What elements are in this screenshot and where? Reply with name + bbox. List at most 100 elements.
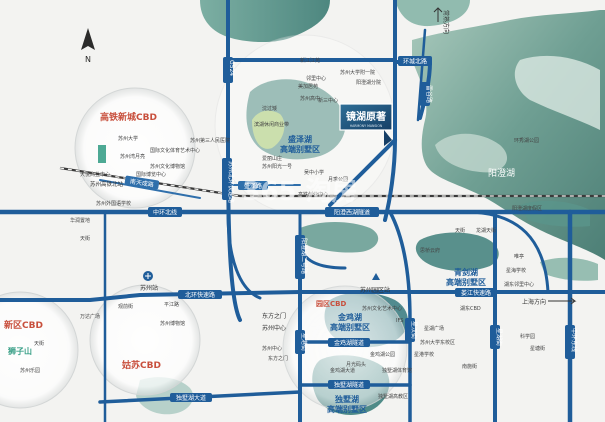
shield-beihuan bbox=[178, 290, 222, 299]
poi-nanxiang: 南施街 bbox=[462, 363, 477, 370]
poi-qingtian: 思桥云府 bbox=[420, 247, 440, 254]
poi-kexue: 科学园 bbox=[520, 333, 535, 340]
poi-jincun: 苏州第三人民医院 bbox=[190, 137, 230, 144]
poi-fenyuan: 阳澄湖分院 bbox=[356, 79, 381, 86]
shield-leigu bbox=[420, 82, 430, 106]
label-yuanqu-cbd: 园区CBD bbox=[316, 299, 346, 308]
shield-xinghan bbox=[405, 318, 415, 342]
poi-lingji: 邻里中心 bbox=[306, 75, 326, 82]
station-yuanqu-icon bbox=[372, 273, 380, 280]
gusu-cbd-circle bbox=[89, 284, 201, 396]
project-name: 镜湖原著 bbox=[346, 110, 386, 123]
poi-dongcun: 国际文化体育艺术中心 bbox=[150, 147, 200, 154]
poi-ligong: 星港学校 bbox=[414, 351, 434, 358]
poi-xinghai: 星海学校 bbox=[506, 267, 526, 274]
poi-gtzx: 国际博览中心 bbox=[136, 171, 166, 178]
label-shengze-rd: 盛泽路 bbox=[244, 182, 262, 190]
label-qingjianhu: 青剑湖 bbox=[454, 267, 478, 277]
label-suzhou-station: 苏州站 bbox=[140, 284, 158, 292]
yuanqu-cbd-circle bbox=[282, 285, 408, 411]
poi-daxue: 独墅湖高教区 bbox=[378, 393, 408, 400]
poi-hualun: 华润置地 bbox=[70, 217, 90, 224]
poi-lsz: 大悦商业中心 bbox=[80, 171, 110, 178]
label-gaotie-bei: 苏州高铁北站 bbox=[90, 180, 124, 188]
label-gaotie-cbd: 高铁新城CBD bbox=[100, 111, 157, 123]
label-shizishan: 狮子山 bbox=[7, 346, 32, 356]
label-jinjihu-sub: 高端别墅区 bbox=[330, 322, 370, 332]
label-g524: G524 bbox=[228, 60, 235, 76]
north-arrow-icon bbox=[81, 28, 95, 50]
road-nanfu bbox=[99, 179, 201, 199]
label-qingjianhu-sub: 高端别墅区 bbox=[446, 277, 486, 287]
shield-shengze-rd bbox=[238, 181, 268, 190]
poi-yangcheng-st: 阳澄湖度假区 bbox=[512, 205, 542, 212]
label-yangcheng2: 阳澄湖二号路 bbox=[300, 238, 308, 274]
label-jiliangjie: 星港街 bbox=[300, 333, 308, 351]
label-east-gate: 东方之门 bbox=[262, 312, 286, 320]
label-jinji-tunnel: 金鸡湖隧道 bbox=[334, 339, 364, 347]
poi-suijiayuan: 苏州阳光一号 bbox=[262, 163, 292, 170]
road-diagonal bbox=[328, 138, 397, 207]
poi-yuanqu-park: 苏州文化艺术中心 bbox=[362, 305, 402, 312]
poi-suzhou-ctr: 苏州中心 bbox=[262, 345, 282, 352]
label-zhonghuan-e: 中环东线 bbox=[570, 328, 578, 352]
poi-xinqu-gz: 苏州乐园 bbox=[20, 367, 40, 374]
label-shengze-sub: 高端别墅区 bbox=[280, 144, 320, 154]
road-labels: G524 环城北路 雷谷路 苏州北环快速路 盛泽路 南天成路 中环北线 阳澄西湖… bbox=[124, 56, 578, 402]
label-jinjihu: 金鸡湖 bbox=[337, 312, 362, 322]
road-east-arc bbox=[463, 210, 550, 294]
yangcheng-lake-highlight2 bbox=[435, 133, 508, 173]
poi-museum: 苏州博物馆 bbox=[160, 320, 185, 327]
shield-zhonghuan-n bbox=[148, 207, 182, 217]
arrow-shanghai bbox=[548, 297, 577, 305]
poi-jinjiyuan: 苏州大学东校区 bbox=[420, 339, 455, 346]
road-xinghan-curve bbox=[388, 210, 412, 422]
poi-gonglian: 苏州湾月亮 bbox=[120, 153, 145, 160]
project-box[interactable] bbox=[339, 103, 393, 131]
poi-sports: 苏州文化博物馆 bbox=[150, 163, 185, 170]
poi-guanqian: 观前街 bbox=[118, 303, 133, 310]
cbd-labels: 高铁新城CBD 苏州高铁北站 新区CBD 姑苏CBD 园区CBD 狮子山 bbox=[4, 111, 346, 371]
poi-labels: 新江江苑 邻里中心 苏州大学附一院 阳澄湖分院 美加居苑 苏州高中 新三中心 沈… bbox=[20, 57, 545, 400]
poi-yuehu: 月光码头 bbox=[346, 361, 366, 368]
poi-longhu: 龙湖天街 bbox=[476, 227, 496, 234]
gaotie-tower bbox=[98, 145, 106, 163]
poi-jinji-park: 金鸡湖公园 bbox=[370, 351, 395, 358]
poi-xinji: 苏州外国语学校 bbox=[96, 200, 131, 207]
label-shanghai-dir: 上海方向 bbox=[522, 298, 546, 306]
label-yuanqu-station: 苏州园区站 bbox=[360, 286, 390, 294]
poi-huanxiu: 环秀湖公园 bbox=[514, 137, 539, 144]
label-zhonghuan-n: 中环北线 bbox=[153, 209, 177, 217]
label-yangchenghu: 阳澄湖 bbox=[488, 167, 515, 179]
qingjian-lake bbox=[415, 232, 499, 271]
yangcheng-lake-highlight bbox=[514, 55, 600, 131]
shield-xinghu bbox=[490, 325, 500, 349]
shield-dushu-tunnel bbox=[328, 380, 370, 389]
station-suzhou-glyph bbox=[145, 273, 151, 279]
label-huancheng: 环城北路 bbox=[403, 58, 427, 66]
label-gusu-cbd: 姑苏CBD bbox=[122, 359, 161, 371]
shield-huancheng bbox=[398, 56, 432, 66]
north-arrow: N bbox=[81, 28, 95, 64]
label-dushu-av: 独墅湖大道 bbox=[176, 394, 206, 402]
project-marker[interactable]: 镜湖原著 HARMONY MANSION bbox=[339, 103, 393, 146]
poi-tianjie: 天街 bbox=[80, 235, 90, 242]
poi-suda: 苏州大学附一院 bbox=[340, 69, 375, 76]
lake-strip-mid bbox=[300, 222, 379, 253]
poi-ligongg: 星湖广场 bbox=[424, 325, 444, 332]
label-dushuhu-sub: 高端别墅区 bbox=[327, 404, 367, 414]
poi-huaxia: 苏州大学 bbox=[118, 135, 138, 142]
gaotie-cbd-circle bbox=[74, 87, 196, 209]
label-leigu: 雷谷路 bbox=[425, 85, 433, 103]
road-leigu bbox=[416, 28, 427, 122]
upper-right-lake bbox=[395, 0, 470, 27]
xinqu-cbd-circle bbox=[0, 291, 79, 409]
poi-lianjie-st: 金鸡湖大道 bbox=[330, 367, 355, 374]
label-changshu: 常熟方向 bbox=[442, 10, 450, 34]
shield-weiyuan bbox=[455, 288, 497, 297]
north-label: N bbox=[85, 55, 91, 64]
project-pointer bbox=[384, 130, 392, 146]
poi-dushu-park: 独墅湖体育馆 bbox=[382, 367, 412, 374]
label-yangchengxihu: 阳澄西湖隧道 bbox=[334, 209, 370, 217]
project-sub: HARMONY MANSION bbox=[350, 124, 383, 128]
